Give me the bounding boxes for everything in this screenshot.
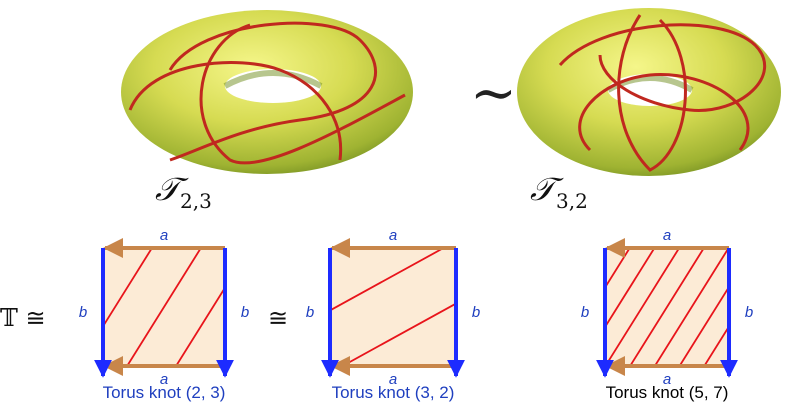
stripe-line (654, 248, 729, 366)
congruent-symbol: ≅ (268, 304, 288, 332)
edge-label-bottom: a (160, 371, 168, 388)
stripe-line (605, 248, 680, 366)
stripe-group (103, 248, 225, 366)
square-caption: Torus knot (5, 7) (606, 383, 729, 402)
edge-label-left: b (581, 304, 589, 321)
torus-congruent-prefix: 𝕋 ≅ (0, 304, 46, 332)
torus-label-2-3: 𝒯 2,3 (155, 170, 212, 213)
stripe-group (605, 248, 811, 366)
stripe-line (330, 248, 444, 312)
torus-label-sub: 2,3 (180, 189, 212, 213)
stripe-line (342, 302, 456, 366)
edge-label-left: b (306, 304, 314, 321)
stripe-line (103, 248, 153, 328)
square-fill (330, 248, 456, 366)
edge-label-top: a (160, 227, 168, 244)
knot-curve (558, 14, 767, 172)
stripe-line (754, 248, 811, 366)
equivalence-symbol: ∼ (470, 61, 517, 126)
torus-3-2 (517, 8, 781, 176)
knot-curve (128, 21, 406, 165)
torus-label-sub: 3,2 (556, 189, 588, 213)
edge-label-top: a (663, 227, 671, 244)
stripe-line (703, 324, 729, 366)
edge-label-right: b (241, 304, 249, 321)
torus-label-3-2: 𝒯 3,2 (530, 170, 588, 213)
edge-label-left: b (79, 304, 87, 321)
stripe-line (126, 248, 202, 366)
edge-label-right: b (472, 304, 480, 321)
edge-label-bottom: a (389, 371, 397, 388)
stripe-line (629, 248, 705, 366)
edge-label-right: b (745, 304, 753, 321)
torus-2-3 (121, 10, 413, 174)
stripe-line (728, 364, 729, 366)
edge-label-top: a (389, 227, 397, 244)
stripe-line (175, 286, 225, 366)
edge-label-bottom: a (663, 371, 671, 388)
stripe-line (678, 285, 729, 366)
stripe-line (605, 248, 606, 250)
square-caption: Torus knot (3, 2) (332, 383, 455, 402)
stripe-line (605, 248, 631, 290)
square-caption: Torus knot (2, 3) (103, 383, 226, 402)
stripe-line (605, 248, 656, 329)
stripe-group (330, 248, 456, 366)
